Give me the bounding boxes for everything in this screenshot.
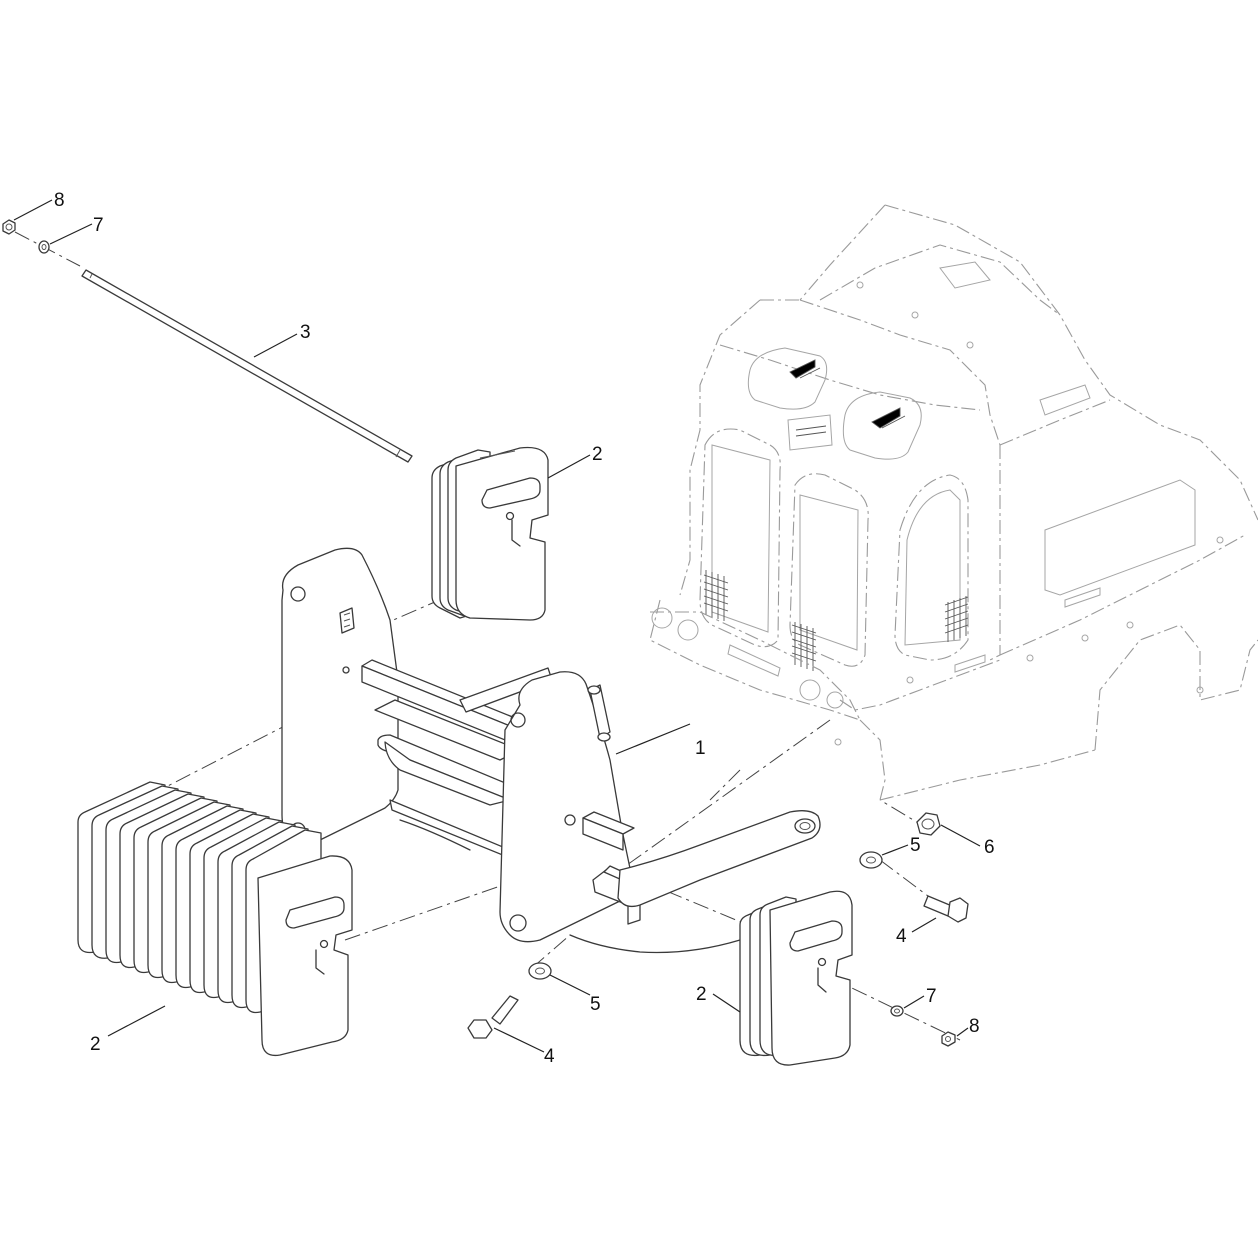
part-4-bolt-right (923, 895, 969, 923)
part-2-weight-left (77, 781, 353, 1057)
part-8-nut-bottom (941, 1031, 956, 1047)
callout-6: 6 (984, 837, 995, 858)
part-2-weight-upper (431, 446, 549, 621)
part-2-weight-right (739, 890, 853, 1066)
callout-2-upper: 2 (592, 444, 603, 465)
callout-4-bottom: 4 (544, 1046, 555, 1067)
part-7-washer-bottom (890, 1005, 904, 1017)
callout-1: 1 (695, 738, 706, 759)
part-7-washer-top (38, 240, 50, 254)
part-1-bracket-frame (281, 547, 821, 954)
part-8-nut-top (2, 219, 16, 235)
callout-3: 3 (300, 322, 311, 343)
callout-7-bottom: 7 (926, 986, 937, 1007)
part-5-washer-right (859, 851, 883, 869)
callout-leaders (13, 199, 981, 1053)
callout-5-right: 5 (910, 835, 921, 856)
callout-8-bottom: 8 (969, 1016, 980, 1037)
callout-8-top: 8 (54, 190, 65, 211)
part-5-washer-bottom (528, 962, 552, 980)
part-3-rod (81, 269, 413, 463)
callout-4-right: 4 (896, 926, 907, 947)
part-4-bolt-bottom (467, 995, 519, 1039)
callout-labels: 8 7 3 2 1 5 6 4 7 8 2 5 4 2 (54, 190, 995, 1067)
callout-2-left: 2 (90, 1034, 101, 1055)
part-6-nut (916, 812, 941, 836)
callout-2-right: 2 (696, 984, 707, 1005)
callout-7-top: 7 (93, 215, 104, 236)
callout-5-bottom: 5 (590, 994, 601, 1015)
machine-body-phantom (649, 204, 1258, 801)
